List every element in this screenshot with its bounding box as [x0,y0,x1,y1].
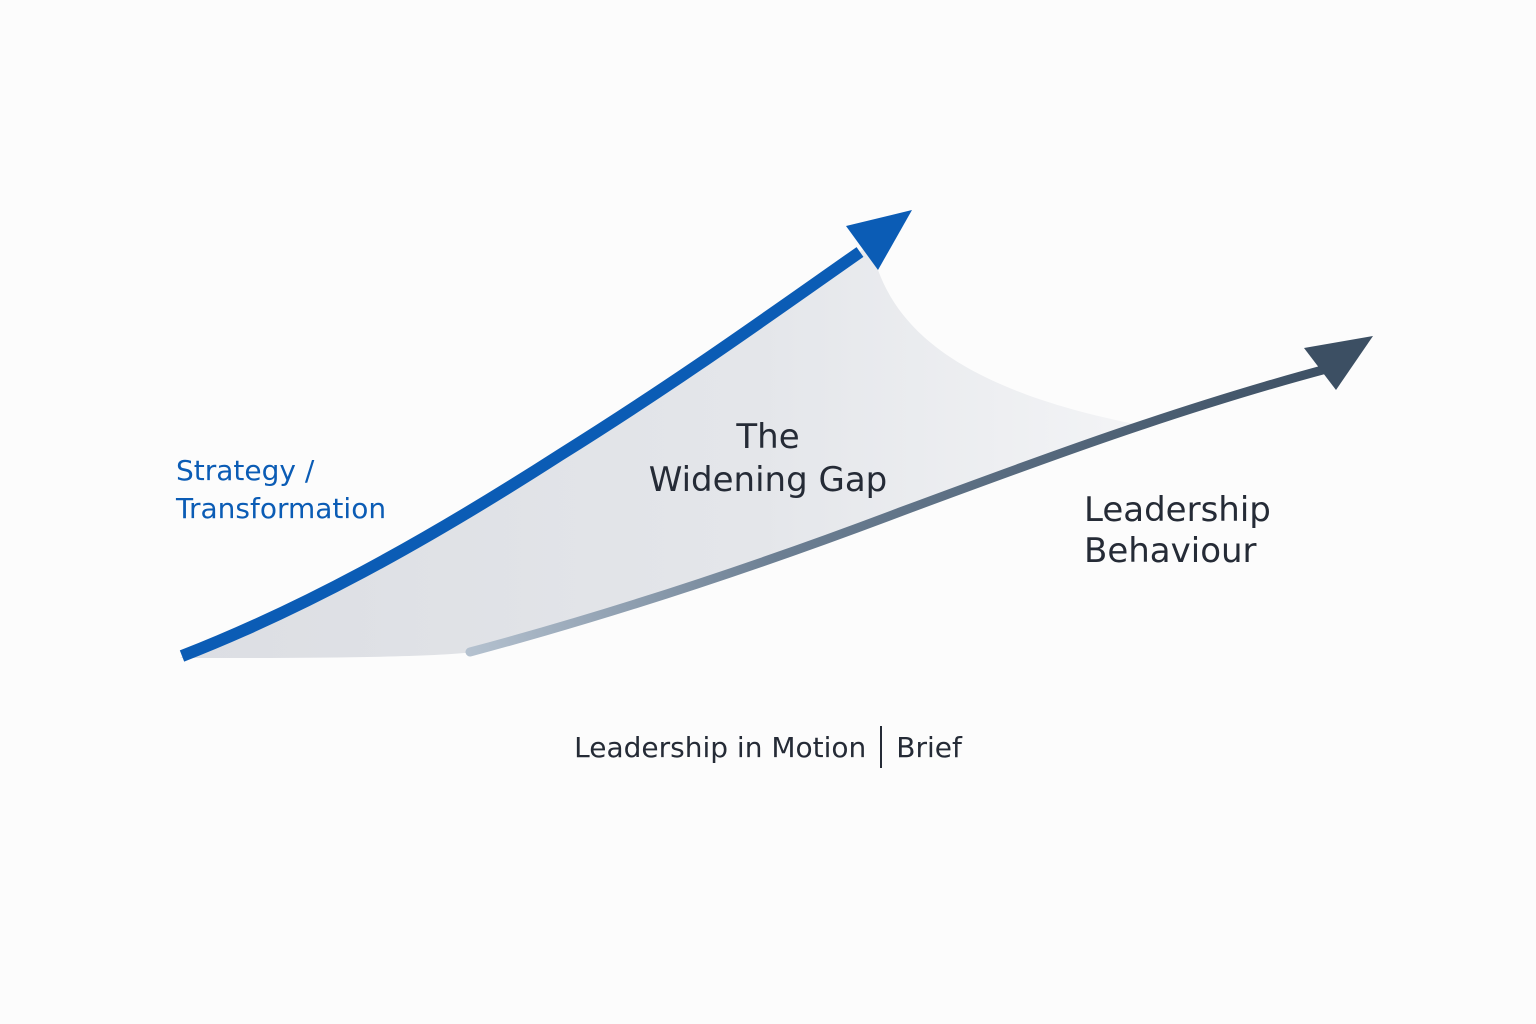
behaviour-label-line2: Behaviour [1084,530,1257,571]
gap-label-line1: The [736,417,800,457]
footer-subtitle: Brief [896,730,962,764]
strategy-label-line1: Strategy / [176,454,315,487]
strategy-label: Strategy / Transformation [176,454,386,525]
footer-title: Leadership in Motion [574,730,867,764]
behaviour-label: Leadership Behaviour [1084,490,1271,572]
behaviour-arrow-line [465,363,1335,657]
strategy-label-line2: Transformation [176,491,387,525]
footer-divider [880,726,883,768]
strategy-arrow-line [179,247,864,662]
arrow-up-right-icon [846,210,912,270]
widening-gap-area [180,248,1140,658]
gap-label: The Widening Gap [648,416,888,501]
arrow-right-icon [1304,336,1373,390]
footer-caption: Leadership in Motion Brief [0,726,1536,768]
behaviour-label-line1: Leadership [1084,490,1271,530]
gap-label-line2: Widening Gap [648,459,888,500]
